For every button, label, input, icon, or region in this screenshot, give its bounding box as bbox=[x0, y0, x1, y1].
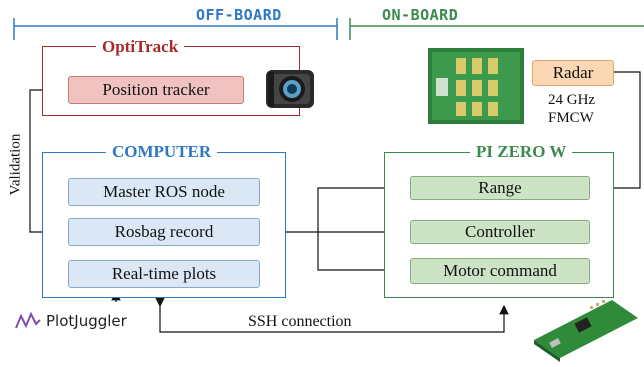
optitrack-title: OptiTrack bbox=[96, 37, 185, 57]
ssh-connection-label: SSH connection bbox=[248, 313, 352, 330]
validation-label: Validation bbox=[7, 133, 24, 196]
radar-frequency: 24 GHz bbox=[548, 92, 596, 108]
real-time-plots-node: Real-time plots bbox=[68, 260, 260, 288]
range-node: Range bbox=[410, 176, 590, 200]
optitrack-camera-icon bbox=[262, 66, 318, 112]
position-tracker-node: Position tracker bbox=[68, 76, 244, 104]
radar-node: Radar bbox=[532, 60, 614, 86]
pi-zero-board-image bbox=[530, 296, 642, 362]
plotjuggler-icon bbox=[15, 311, 41, 329]
radar-pcb-image bbox=[428, 48, 524, 124]
pi-zero-title: PI ZERO W bbox=[470, 142, 573, 162]
plotjuggler-label: PlotJuggler bbox=[46, 312, 127, 330]
motor-command-node: Motor command bbox=[410, 258, 590, 284]
onboard-header: ON-BOARD bbox=[382, 6, 459, 24]
computer-title: COMPUTER bbox=[106, 142, 218, 162]
rosbag-record-node: Rosbag record bbox=[68, 218, 260, 246]
plotjuggler-logo: PlotJuggler bbox=[14, 310, 127, 332]
controller-node: Controller bbox=[410, 220, 590, 244]
offboard-header: OFF-BOARD bbox=[196, 6, 282, 24]
radar-type: FMCW bbox=[548, 110, 594, 126]
master-ros-node: Master ROS node bbox=[68, 178, 260, 206]
